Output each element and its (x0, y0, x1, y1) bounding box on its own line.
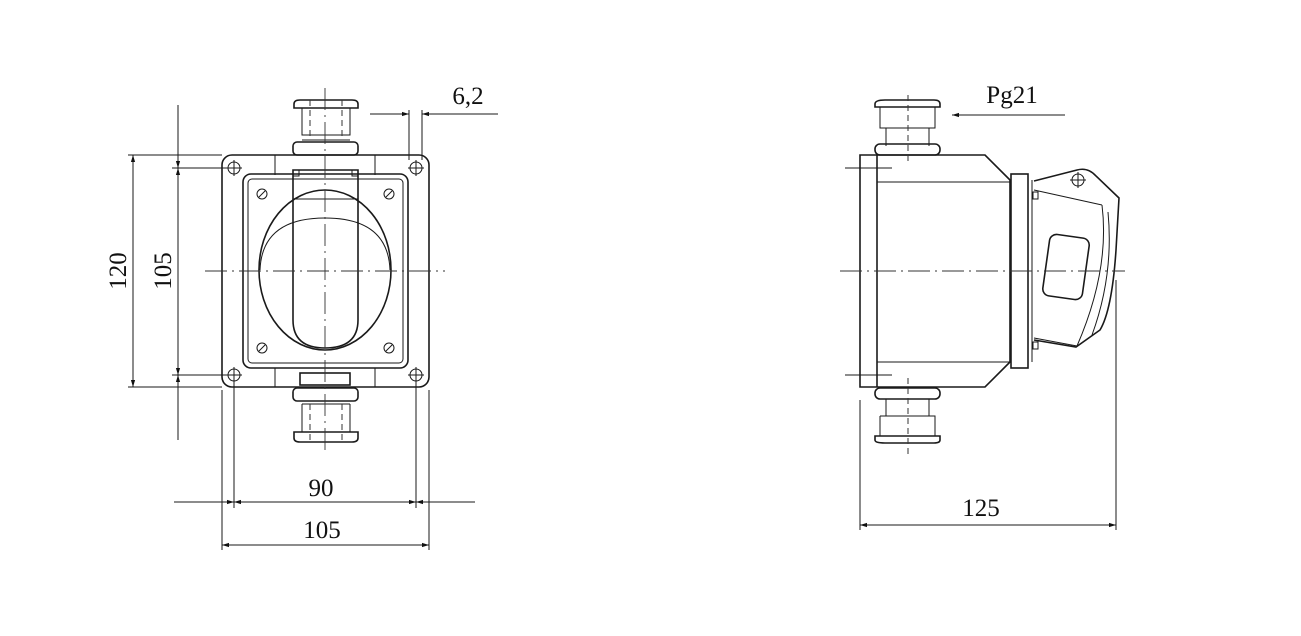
dim-6-2: 6,2 (452, 83, 483, 110)
mounting-holes (226, 160, 424, 383)
cable-gland-bottom (292, 387, 359, 443)
hinged-cover (292, 169, 359, 349)
dim-125: 125 (962, 495, 1000, 522)
angled-socket (1033, 168, 1120, 348)
screw-icons (256, 188, 395, 354)
cable-gland-top (292, 99, 359, 156)
dim-90: 90 (309, 475, 334, 502)
dim-105-horizontal: 105 (303, 517, 341, 544)
dim-120: 120 (105, 252, 132, 290)
front-view (205, 88, 445, 455)
window (1041, 233, 1091, 301)
front-dimensions: 120 105 90 105 6,2 (105, 83, 498, 550)
dim-105-vertical: 105 (150, 252, 177, 290)
side-view (840, 95, 1125, 455)
cable-gland-bottom-side (874, 378, 941, 455)
side-dimensions: 125 Pg21 (859, 82, 1117, 530)
cable-gland-top-side (874, 95, 941, 165)
pg21-label: Pg21 (986, 82, 1037, 109)
